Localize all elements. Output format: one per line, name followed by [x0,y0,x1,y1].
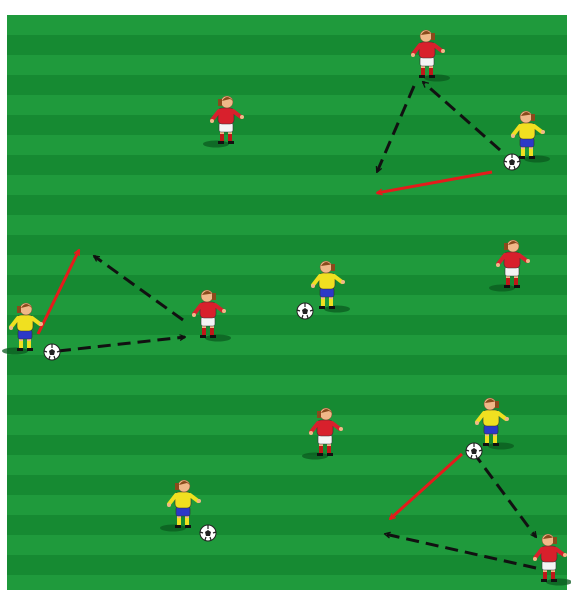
pitch-stripe [7,135,567,155]
soccer-ball-icon [200,525,216,541]
pitch-stripe [7,575,567,590]
pitch-stripe [7,335,567,355]
pitch-stripe [7,15,567,35]
pitch-stripe [7,55,567,75]
pitch-stripe [7,95,567,115]
soccer-ball-icon [297,303,313,319]
pitch-stripe [7,175,567,195]
soccer-ball-icon [504,154,520,170]
pitch-stripes [7,15,567,590]
pitch-stripe [7,375,567,395]
soccer-ball-icon [466,443,482,459]
pitch-stripe [7,295,567,315]
pitch-stripe [7,215,567,235]
pitch-stripe [7,255,567,275]
pitch-stripe [7,495,567,515]
pitch-stripe [7,535,567,555]
pitch-stripe [7,455,567,475]
soccer-ball-icon [44,344,60,360]
